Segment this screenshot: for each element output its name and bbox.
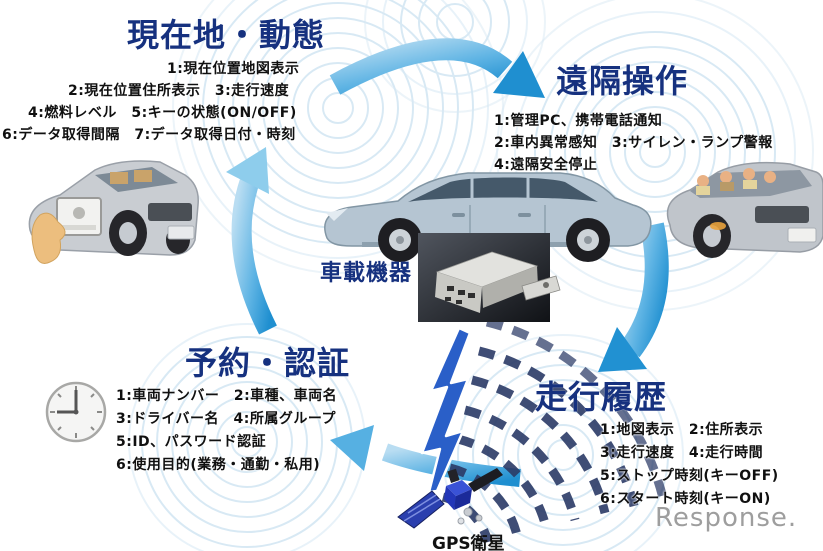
flow-arrow-left (226, 147, 277, 335)
lightning-bolt-icon (420, 326, 472, 494)
remote-item: 2:車内異常感知 3:サイレン・ランプ警報 (494, 135, 773, 151)
onboard-device-photo (418, 233, 561, 322)
gps-satellite-icon (397, 468, 503, 529)
section-title-history: 走行履歴 (535, 378, 668, 416)
onboard-device-label: 車載機器 (320, 261, 413, 286)
location-item: 1:現在位置地図表示 (167, 61, 300, 77)
reservation-item: 6:使用目的(業務・通勤・私用) (116, 457, 321, 473)
section-title-location: 現在地・動態 (127, 16, 326, 54)
location-item: 6:データ取得間隔 7:データ取得日付・時刻 (2, 127, 296, 143)
history-item: 3:走行速度 4:走行時間 (600, 445, 764, 461)
reservation-item: 1:車両ナンバー 2:車種、車両名 (116, 388, 338, 404)
gps-satellite-label: GPS衛星 (432, 534, 505, 551)
section-title-reservation: 予約・認証 (185, 344, 351, 382)
response-watermark: Response. (655, 503, 798, 533)
history-item: 5:ストップ時刻(キーOFF) (600, 468, 779, 484)
flow-arrow-right (598, 222, 669, 372)
clock-icon (45, 381, 107, 443)
reservation-item: 5:ID、パスワード認証 (116, 434, 267, 450)
history-item: 1:地図表示 2:住所表示 (600, 422, 764, 438)
location-item: 4:燃料レベル 5:キーの状態(ON/OFF) (28, 105, 297, 121)
ic-card-hand-icon (31, 197, 102, 264)
center-car-illustration (324, 172, 652, 262)
remote-item: 1:管理PC、携帯電話通知 (494, 113, 663, 129)
location-item: 2:現在位置住所表示 3:走行速度 (68, 83, 290, 99)
left-car-illustration (28, 160, 199, 264)
flow-arrow-top (329, 38, 545, 98)
right-car-illustration (666, 161, 823, 258)
reservation-item: 3:ドライバー名 4:所属グループ (116, 411, 337, 427)
history-item: 6:スタート時刻(キーON) (600, 491, 771, 507)
remote-item: 4:遠隔安全停止 (494, 157, 598, 173)
section-title-remote: 遠隔操作 (556, 62, 689, 100)
ripple-top-center (364, 0, 546, 113)
